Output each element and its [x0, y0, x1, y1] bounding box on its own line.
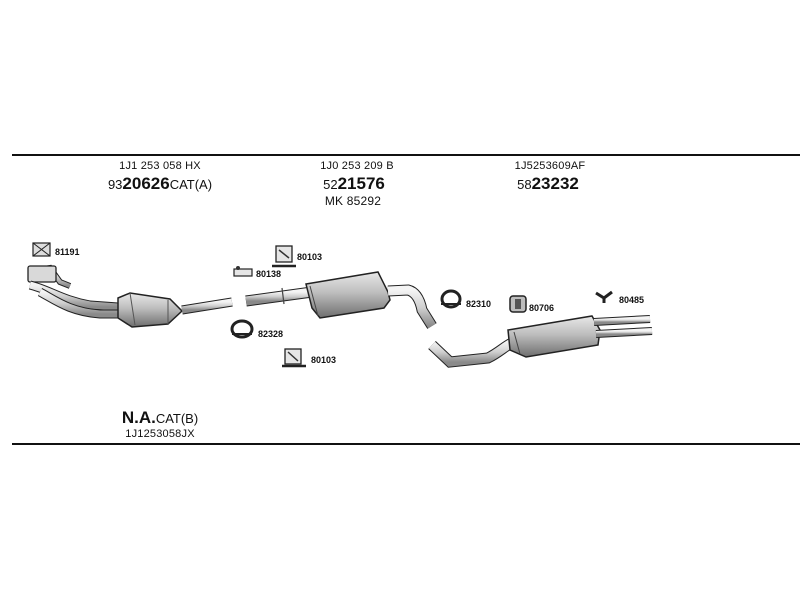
front-pipe-catalytic-converter [27, 264, 233, 328]
group-3-reference: 5823232 [468, 174, 628, 194]
group-1-oem-number: 1J1 253 058 HX [119, 160, 201, 172]
group-1-number: 20626 [122, 174, 170, 193]
top-divider [12, 154, 800, 156]
group-2-oem-number: 1J0 253 209 B [320, 160, 394, 172]
group-1-reference: 9320626CAT(A) [80, 174, 240, 194]
mount-80706 [509, 295, 527, 313]
middle-silencer [245, 271, 437, 329]
group-1-suffix: CAT(A) [169, 177, 213, 192]
gasket-81191 [32, 242, 51, 257]
clip-80138 [233, 266, 253, 277]
na-group-label: N.A. [121, 408, 156, 427]
bottom-divider [12, 443, 800, 445]
hanger-80485 [595, 290, 613, 303]
bracket-80103-bottom [282, 348, 306, 368]
group-3-oem-number: 1J5253609AF [514, 160, 586, 172]
part-code-80138: 80138 [256, 269, 282, 279]
na-group-reference: N.A.CAT(B) [80, 408, 240, 428]
bracket-80103-top [272, 245, 296, 268]
clamp-82310 [440, 289, 462, 309]
group-2-prefix: 52 [323, 177, 338, 192]
part-code-80103-bottom: 80103 [311, 355, 337, 365]
part-code-80706: 80706 [529, 303, 555, 313]
group-2-reference: 5221576 [274, 174, 434, 194]
part-code-82328: 82328 [258, 329, 284, 339]
group-2-extra-code: MK 85292 [324, 194, 382, 208]
na-group-suffix: CAT(B) [155, 411, 199, 426]
part-code-82310: 82310 [466, 299, 492, 309]
clamp-82328 [230, 319, 254, 339]
group-1-prefix: 93 [107, 177, 123, 192]
rear-silencer [428, 315, 653, 368]
group-3-number: 23232 [531, 174, 579, 193]
group-3-prefix: 58 [517, 177, 532, 192]
part-code-81191: 81191 [55, 247, 80, 257]
part-code-80103-top: 80103 [297, 252, 323, 262]
group-2-number: 21576 [337, 174, 385, 193]
part-code-80485: 80485 [619, 295, 645, 305]
na-group-oem-number: 1J1253058JX [125, 428, 195, 440]
